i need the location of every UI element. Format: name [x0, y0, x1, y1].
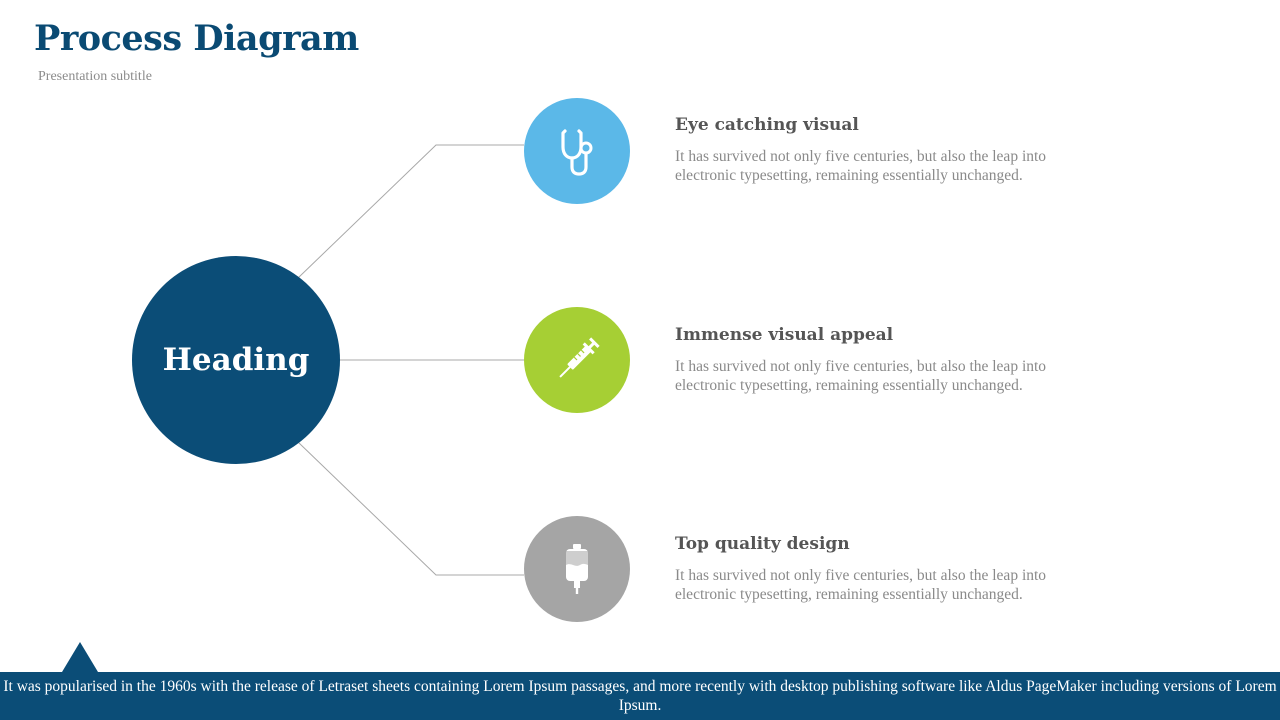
connector-line-bottom: [297, 441, 524, 576]
node-circle-2: [524, 307, 630, 413]
node-circle-1: [524, 98, 630, 204]
heading-label: Heading: [162, 342, 310, 378]
item-text-1: It has survived not only five centuries,…: [675, 148, 1047, 184]
page-title: Process Diagram: [34, 18, 359, 59]
heading-circle: Heading: [132, 256, 340, 464]
item-title-3: Top quality design: [675, 534, 850, 554]
footer-banner: It was popularised in the 1960s with the…: [0, 672, 1280, 720]
node-circle-3: [524, 516, 630, 622]
syringe-icon: [559, 337, 600, 378]
item-text-3: It has survived not only five centuries,…: [675, 567, 1047, 603]
item-title-1: Eye catching visual: [675, 115, 859, 135]
item-title-2: Immense visual appeal: [675, 325, 894, 345]
stethoscope-icon: [561, 129, 593, 176]
item-text-2: It has survived not only five centuries,…: [675, 358, 1047, 394]
page-subtitle: Presentation subtitle: [38, 69, 152, 84]
footer-pointer: [62, 642, 98, 672]
connector-line-top: [297, 144, 524, 279]
iv-bag-icon: [566, 544, 588, 594]
footer-text: It was popularised in the 1960s with the…: [3, 678, 1277, 714]
